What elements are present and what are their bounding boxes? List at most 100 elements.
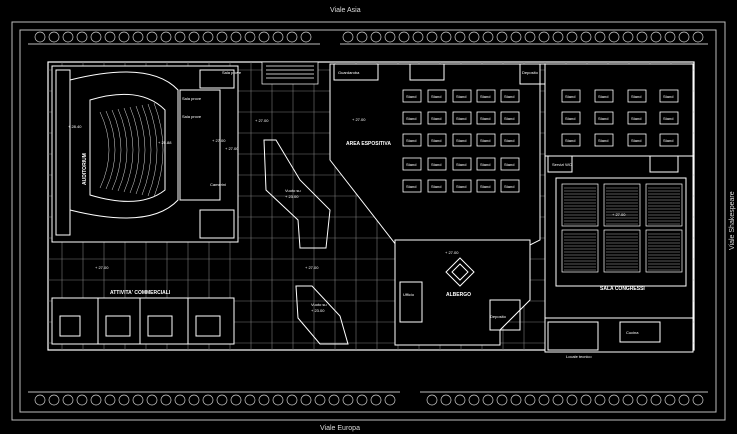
seat-row	[141, 104, 152, 196]
stand-box	[452, 179, 472, 193]
tree-icon	[426, 31, 438, 43]
tree-icon	[636, 31, 648, 43]
tree-icon	[118, 31, 130, 43]
tree-icon	[188, 394, 200, 406]
tree-icon	[34, 394, 46, 406]
seating-block	[603, 183, 641, 227]
tree-icon	[496, 31, 508, 43]
tree-icon	[398, 31, 410, 43]
stand-label: Stand	[598, 116, 608, 121]
seating-block	[645, 183, 683, 227]
tree-icon	[48, 31, 60, 43]
stand-label: Stand	[431, 162, 441, 167]
tree-icon	[76, 31, 88, 43]
stand-box	[594, 89, 614, 103]
street-label-east: Viale Shakespeare	[729, 191, 736, 250]
stand-label: Stand	[456, 94, 466, 99]
elevation-aud-1: + 28.40	[68, 124, 82, 129]
tree-icon	[566, 31, 578, 43]
tree-icon	[482, 31, 494, 43]
stand-label: Stand	[431, 116, 441, 121]
stand-box	[452, 157, 472, 171]
stand-label: Stand	[480, 184, 490, 189]
stand-label: Stand	[663, 94, 673, 99]
tree-icon	[608, 394, 620, 406]
stand-box	[427, 179, 447, 193]
stand-box	[402, 133, 422, 147]
stand-box	[659, 133, 679, 147]
tree-icon	[342, 394, 354, 406]
seat-row	[111, 109, 122, 191]
label-albergo: ALBERGO	[446, 292, 471, 298]
label-vuoto-su-1: Vuoto su	[285, 188, 301, 193]
tree-icon	[300, 394, 312, 406]
tree-icon	[650, 31, 662, 43]
tree-icon	[468, 394, 480, 406]
tree-row-north	[34, 31, 704, 43]
tree-icon	[62, 394, 74, 406]
label-ufficio: Ufficio	[403, 292, 415, 297]
stand-label: Stand	[480, 116, 490, 121]
tree-icon	[664, 394, 676, 406]
elevation-albergo: + 27.00	[445, 250, 459, 255]
elevation-expo: + 27.00	[352, 117, 366, 122]
label-area-espositiva: AREA ESPOSITIVA	[346, 141, 391, 147]
elevation-vuoto-1: + 23.00	[285, 194, 299, 199]
tree-icon	[104, 31, 116, 43]
label-sala-congressi: SALA CONGRESSI	[600, 286, 645, 292]
stand-label: Stand	[631, 138, 641, 143]
tree-icon	[482, 394, 494, 406]
auditorium-seating	[99, 102, 164, 198]
tree-icon	[370, 31, 382, 43]
seat-row	[147, 103, 158, 197]
stand-label: Stand	[480, 162, 490, 167]
stand-box	[476, 133, 496, 147]
street-label-south: Viale Europa	[320, 425, 360, 432]
stand-box	[500, 89, 520, 103]
tree-icon	[692, 394, 704, 406]
stand-box	[452, 111, 472, 125]
tree-icon	[426, 394, 438, 406]
tree-icon	[664, 31, 676, 43]
elevation-plaza-4: + 27.00	[225, 146, 239, 151]
tree-icon	[454, 31, 466, 43]
stand-box	[561, 111, 581, 125]
stand-label: Stand	[406, 162, 416, 167]
elevation-congress: + 27.00	[612, 212, 626, 217]
tree-icon	[692, 31, 704, 43]
tree-icon	[440, 31, 452, 43]
stand-label: Stand	[663, 138, 673, 143]
stand-box	[402, 157, 422, 171]
tree-icon	[622, 31, 634, 43]
elevation-vuoto-2: + 23.00	[311, 308, 325, 313]
elevation-plaza-1: + 27.00	[255, 118, 269, 123]
tree-icon	[118, 394, 130, 406]
tree-icon	[300, 31, 312, 43]
seat-row	[117, 108, 128, 192]
tree-icon	[160, 394, 172, 406]
stand-box	[594, 111, 614, 125]
tree-icon	[48, 394, 60, 406]
stand-label: Stand	[480, 94, 490, 99]
tree-icon	[174, 394, 186, 406]
tree-icon	[552, 31, 564, 43]
stand-label: Stand	[565, 94, 575, 99]
tree-icon	[678, 394, 690, 406]
seating-block	[561, 183, 599, 227]
tree-icon	[34, 31, 46, 43]
tree-icon	[594, 31, 606, 43]
congress-seating	[561, 183, 683, 273]
stand-box	[561, 133, 581, 147]
tree-icon	[202, 394, 214, 406]
congress-block	[544, 63, 694, 353]
stand-label: Stand	[631, 116, 641, 121]
tree-icon	[244, 31, 256, 43]
stand-box	[476, 157, 496, 171]
stand-label: Stand	[456, 184, 466, 189]
elevation-aud-2: + 25.88	[158, 140, 172, 145]
void-shapes	[263, 139, 349, 345]
tree-icon	[384, 394, 396, 406]
